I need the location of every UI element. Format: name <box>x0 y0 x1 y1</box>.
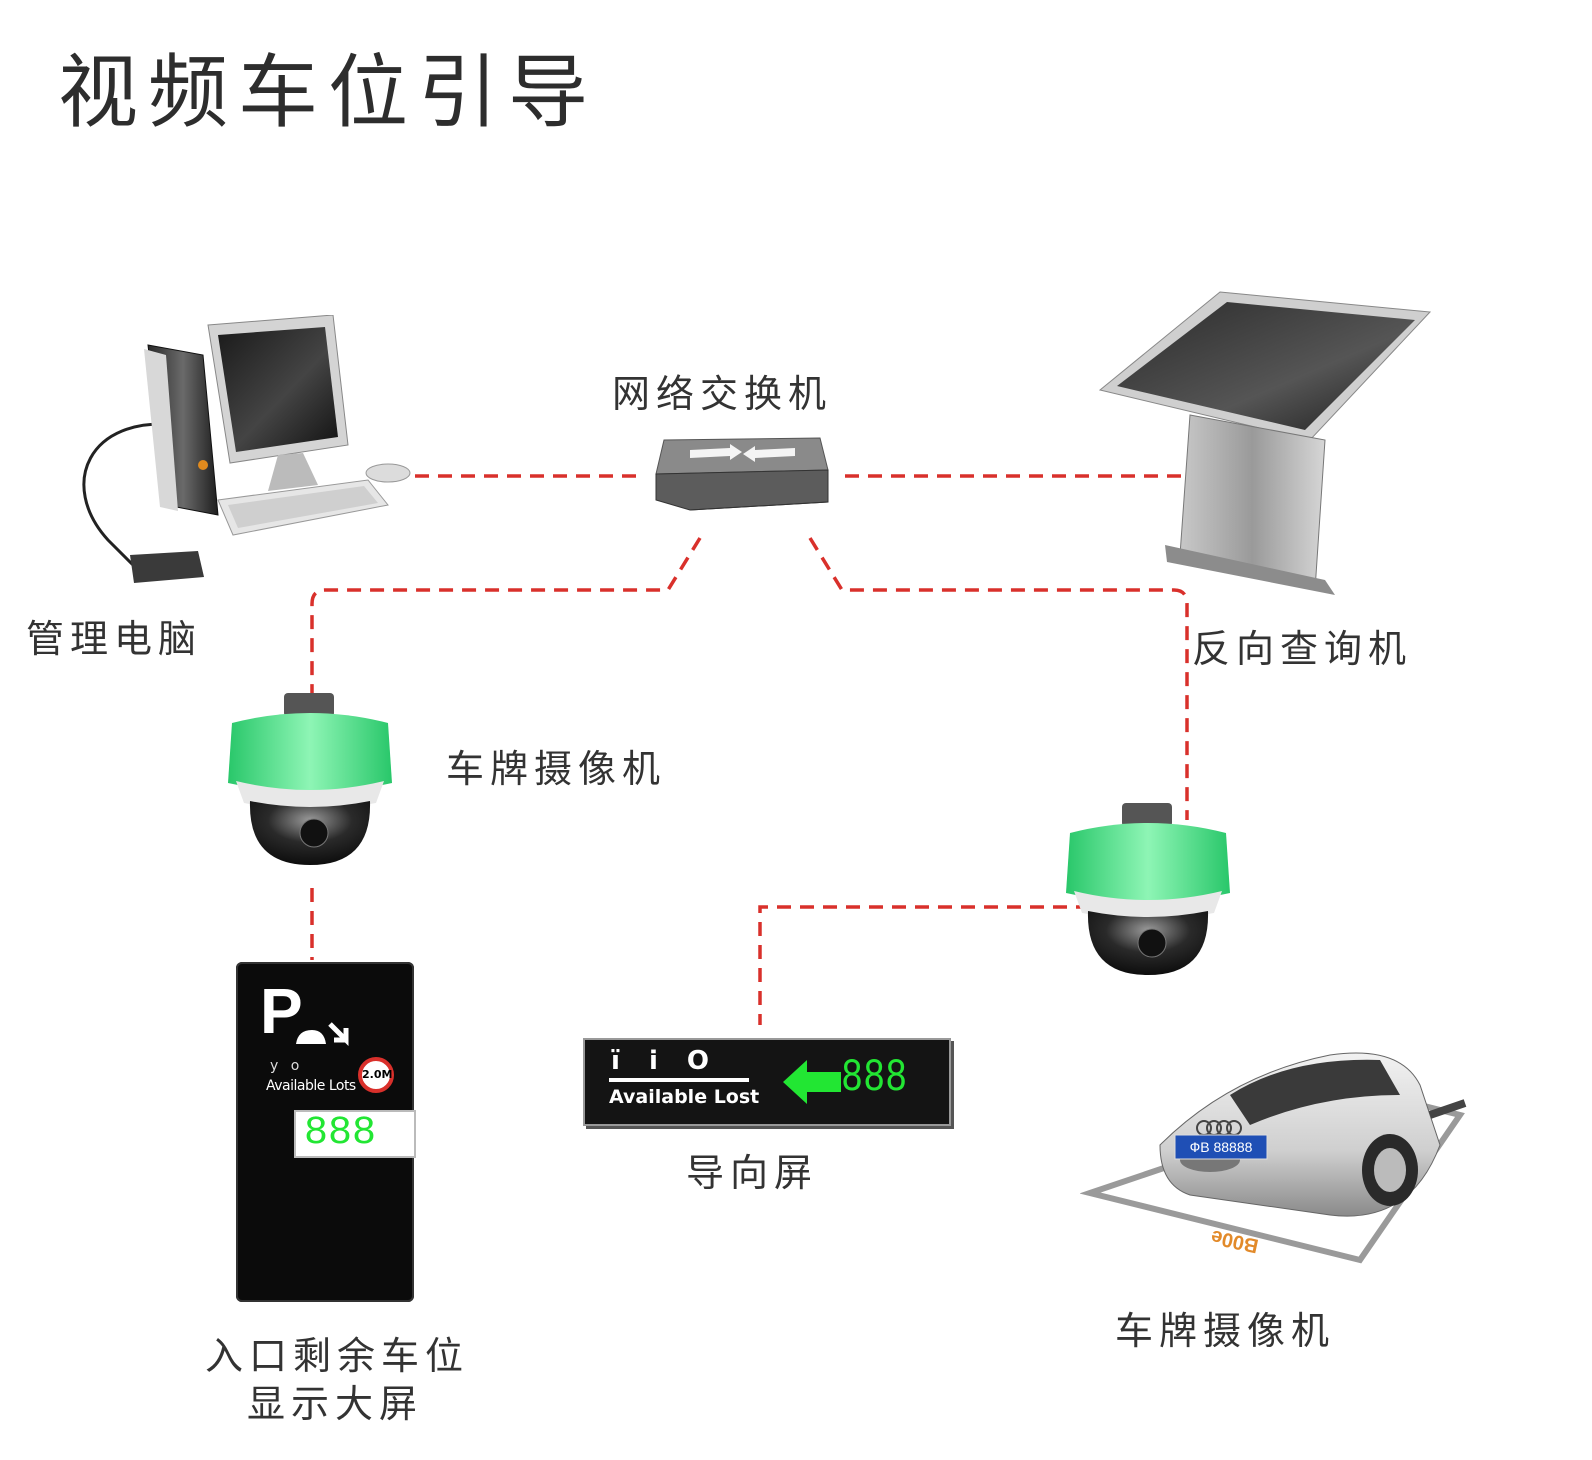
guide-screen-label: 导向屏 <box>686 1151 819 1195</box>
right-dome-camera <box>1066 803 1230 975</box>
board-small-text: y o <box>270 1058 304 1074</box>
entrance-label-line1: 入口剩余车位 <box>205 1334 470 1378</box>
right-camera-label: 车牌摄像机 <box>1115 1309 1336 1353</box>
bay-number: B00e <box>1209 1225 1260 1256</box>
board-available-text: Available Lots <box>266 1078 356 1094</box>
guide-count-display: 888 <box>841 1052 908 1104</box>
left-dome-camera <box>228 693 392 865</box>
link-switch-left-camera <box>310 537 702 705</box>
management-computer <box>82 315 411 583</box>
link-right-camera-guide <box>758 905 1090 1025</box>
parking-logo: P <box>260 975 303 1047</box>
entrance-count-display: 888 <box>294 1110 416 1158</box>
height-limit-sign: 2.0M <box>358 1057 394 1093</box>
guide-available-text: Available Lost <box>609 1086 760 1108</box>
car-arrow-icon <box>296 1022 349 1047</box>
left-camera-label: 车牌摄像机 <box>446 747 667 791</box>
link-switch-right-camera <box>808 537 1189 820</box>
switch-label: 网络交换机 <box>612 372 833 416</box>
diagram-title: 视频车位引导 <box>58 46 598 139</box>
network-switch <box>655 437 829 511</box>
guide-top-text: ï i O <box>611 1046 720 1076</box>
reverse-query-kiosk <box>1098 291 1432 595</box>
left-arrow-icon <box>783 1060 841 1104</box>
guide-screen: ï i O Available Lost 888 <box>583 1038 951 1126</box>
entrance-display-board: P y o Available Lots 2.0M 888 <box>236 962 416 1302</box>
entrance-label-line2: 显示大屏 <box>247 1382 424 1426</box>
kiosk-label: 反向查询机 <box>1192 627 1413 671</box>
license-plate: ФB 88888 <box>1190 1139 1253 1155</box>
car-in-parking-bay: ФB 88888 B00e <box>1080 1052 1467 1264</box>
pc-label: 管理电脑 <box>26 617 203 661</box>
